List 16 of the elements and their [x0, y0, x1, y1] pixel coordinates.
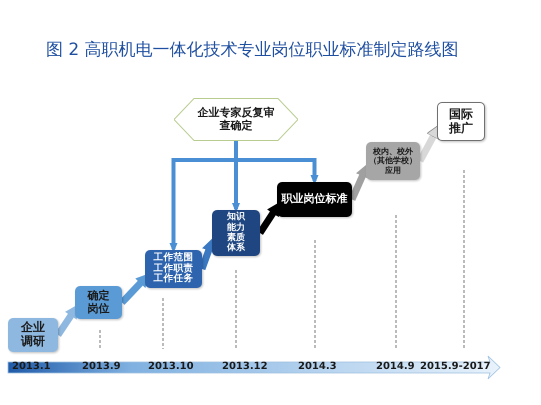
step-box: 知识能力素质体系 — [212, 210, 260, 256]
step-box: 确定岗位 — [75, 286, 122, 319]
step-box: 企业调研 — [8, 318, 58, 352]
date-label: 2015.9-2017 — [420, 361, 491, 372]
step-box: 国际推广 — [437, 102, 485, 141]
date-label: 2013.10 — [148, 361, 194, 372]
date-label: 2013.1 — [12, 361, 51, 372]
review-hexagon: 企业专家反复审查确定 — [174, 98, 298, 141]
standard-box: 职业岗位标准 — [277, 182, 352, 217]
date-label: 2013.12 — [222, 361, 268, 372]
diagram-title: 图 2 高职机电一体化技术专业岗位职业标准制定路线图 — [46, 39, 459, 61]
date-label: 2014.3 — [298, 361, 337, 372]
step-box: 校内、校外（其他学校）应用 — [366, 142, 420, 180]
step-box: 工作范围工作职责工作任务 — [145, 250, 202, 288]
date-label: 2014.9 — [376, 361, 415, 372]
date-label: 2013.9 — [82, 361, 121, 372]
